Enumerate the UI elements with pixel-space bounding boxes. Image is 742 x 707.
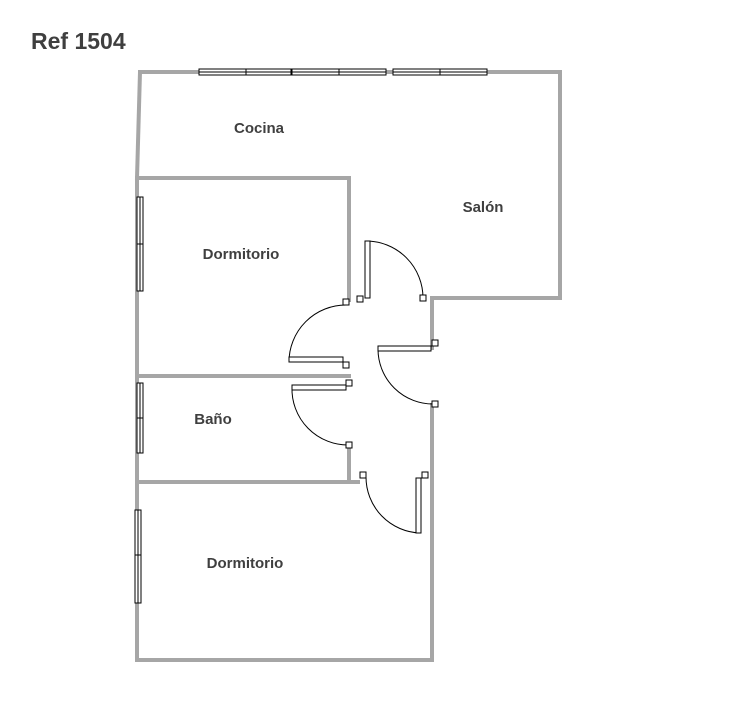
door-dormitorio-2 bbox=[359, 471, 429, 534]
label-cocina: Cocina bbox=[234, 120, 285, 137]
plan-reference: Ref 1504 bbox=[31, 28, 126, 54]
bano-walls bbox=[135, 443, 351, 484]
door-bano bbox=[291, 379, 353, 449]
door-dormitorio-1 bbox=[288, 298, 350, 369]
label-bano: Baño bbox=[194, 411, 232, 428]
outer-wall-bottom bbox=[135, 403, 434, 662]
windows-left bbox=[134, 196, 144, 604]
room-labels: Cocina Salón Dormitorio Baño Dormitorio bbox=[194, 120, 503, 572]
dormitorio-1-walls bbox=[135, 176, 351, 378]
door-hallway bbox=[377, 339, 439, 408]
label-salon: Salón bbox=[463, 199, 504, 216]
label-dormitorio-2: Dormitorio bbox=[207, 555, 284, 572]
door-salon bbox=[356, 240, 427, 303]
outer-wall-left-upper bbox=[134, 69, 143, 181]
windows-top bbox=[198, 68, 488, 76]
label-dormitorio-1: Dormitorio bbox=[203, 246, 280, 263]
doors bbox=[288, 240, 439, 534]
